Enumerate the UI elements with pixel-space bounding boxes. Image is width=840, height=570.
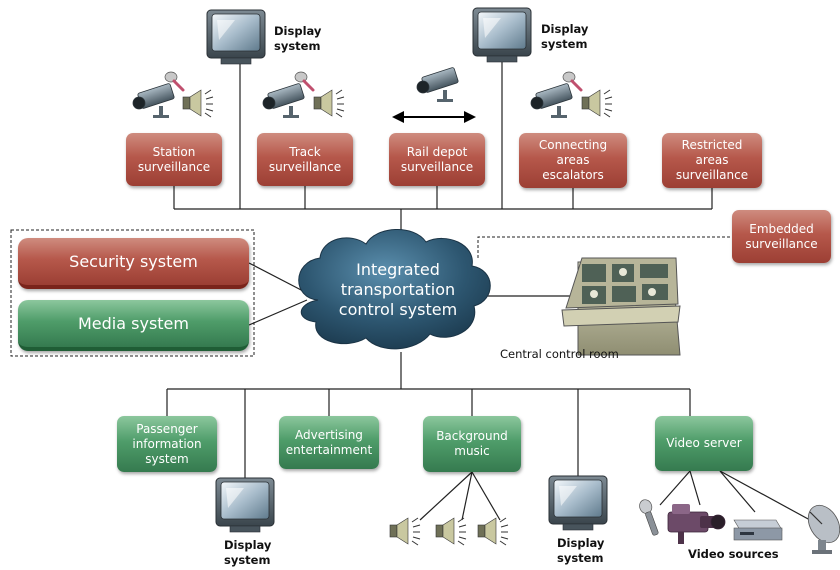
- display-system-label: Display system: [274, 24, 322, 53]
- connecting-areas-box: Connecting areas escalators: [519, 133, 627, 188]
- tv-monitor-icon: [206, 9, 266, 65]
- camcorder-icon: [667, 504, 726, 544]
- restricted-areas-box: Restricted areas surveillance: [662, 133, 762, 188]
- embedded-surveillance-box: Embedded surveillance: [732, 210, 831, 263]
- connector-lines: [166, 62, 811, 521]
- station-surveillance-box: Station surveillance: [126, 133, 222, 186]
- display-system-label: Display system: [557, 536, 605, 565]
- background-music-box: Background music: [423, 416, 521, 472]
- display-system-label: Display system: [541, 22, 589, 51]
- cctv-camera-icon: [530, 82, 574, 119]
- cctv-camera-icon: [132, 82, 176, 119]
- advertising-entertainment-box: Advertising entertainment: [279, 416, 379, 469]
- left-group-frame: [10, 229, 255, 357]
- passenger-information-box: Passenger information system: [117, 416, 217, 472]
- cctv-camera-icon: [416, 66, 460, 103]
- loudspeaker-icon: [477, 517, 509, 546]
- security-system-box: Security system: [18, 238, 249, 289]
- loudspeaker-icon: [389, 517, 421, 546]
- cctv-camera-icon: [262, 82, 306, 119]
- tv-monitor-icon: [215, 477, 275, 533]
- integrated-control-label: Integrated transportation control system: [338, 260, 458, 319]
- track-surveillance-box: Track surveillance: [257, 133, 353, 186]
- tv-monitor-icon: [548, 475, 608, 531]
- media-system-box: Media system: [18, 300, 249, 351]
- loudspeaker-icon: [313, 89, 345, 118]
- video-server-box: Video server: [655, 416, 753, 471]
- microphone-icon: [639, 499, 659, 536]
- loudspeaker-icon: [581, 89, 613, 118]
- tv-monitor-icon: [472, 7, 532, 63]
- control-console-icon: [561, 257, 681, 356]
- double-arrow-icon: [392, 111, 476, 123]
- embedded-leader-line: [477, 236, 731, 258]
- display-system-label: Display system: [224, 538, 272, 567]
- video-recorder-icon: [733, 519, 783, 541]
- loudspeaker-icon: [182, 89, 214, 118]
- loudspeaker-icon: [435, 517, 467, 546]
- satellite-dish-icon: [807, 504, 840, 554]
- control-room-label: Central control room: [500, 347, 619, 361]
- cloud-shape: [298, 229, 491, 350]
- video-sources-label: Video sources: [688, 547, 779, 561]
- rail-depot-surveillance-box: Rail depot surveillance: [389, 133, 485, 186]
